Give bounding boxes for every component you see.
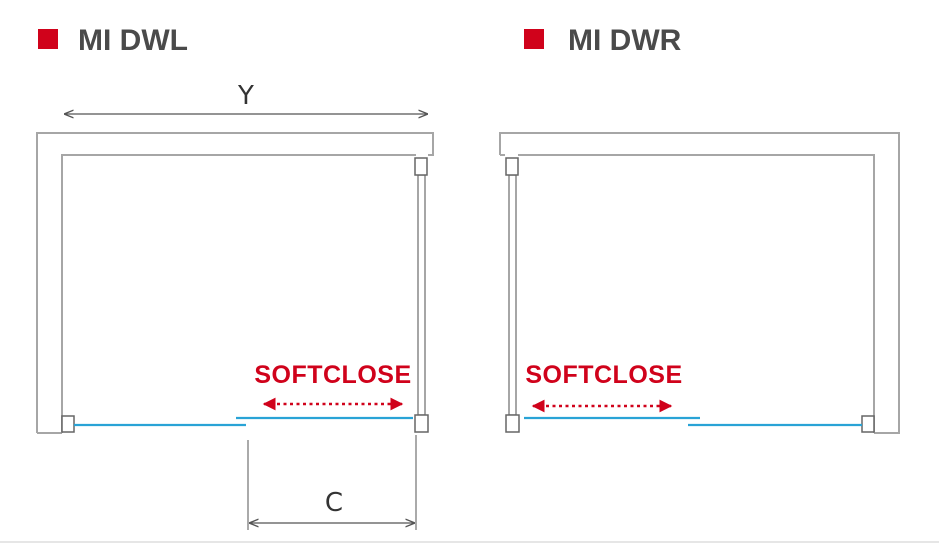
dimension-label-y: Y (237, 81, 254, 111)
diagram-mi-dwr: MI DWR SOFTCLOSE (499, 24, 900, 434)
profile-bottom-left (61, 415, 75, 433)
softclose-label: SOFTCLOSE (525, 361, 682, 389)
wall-outline (36, 132, 434, 433)
dimension-label-c: C (325, 488, 343, 518)
profile-top-right (414, 157, 428, 176)
profile-bottom-right (414, 414, 429, 433)
softclose-label: SOFTCLOSE (254, 361, 411, 389)
diagram-mi-dwl: MI DWL Y SOFTCLOSE C (36, 24, 434, 530)
side-panel (508, 174, 517, 416)
diagram-title: MI DWR (568, 24, 682, 57)
red-square-icon (38, 29, 58, 49)
diagram-title: MI DWL (78, 24, 188, 57)
side-panel (417, 174, 426, 416)
wall-outline (499, 132, 900, 434)
profile-bottom-left (505, 414, 520, 433)
profile-top-left (505, 157, 519, 176)
profile-bottom-right (861, 415, 875, 433)
red-square-icon (524, 29, 544, 49)
